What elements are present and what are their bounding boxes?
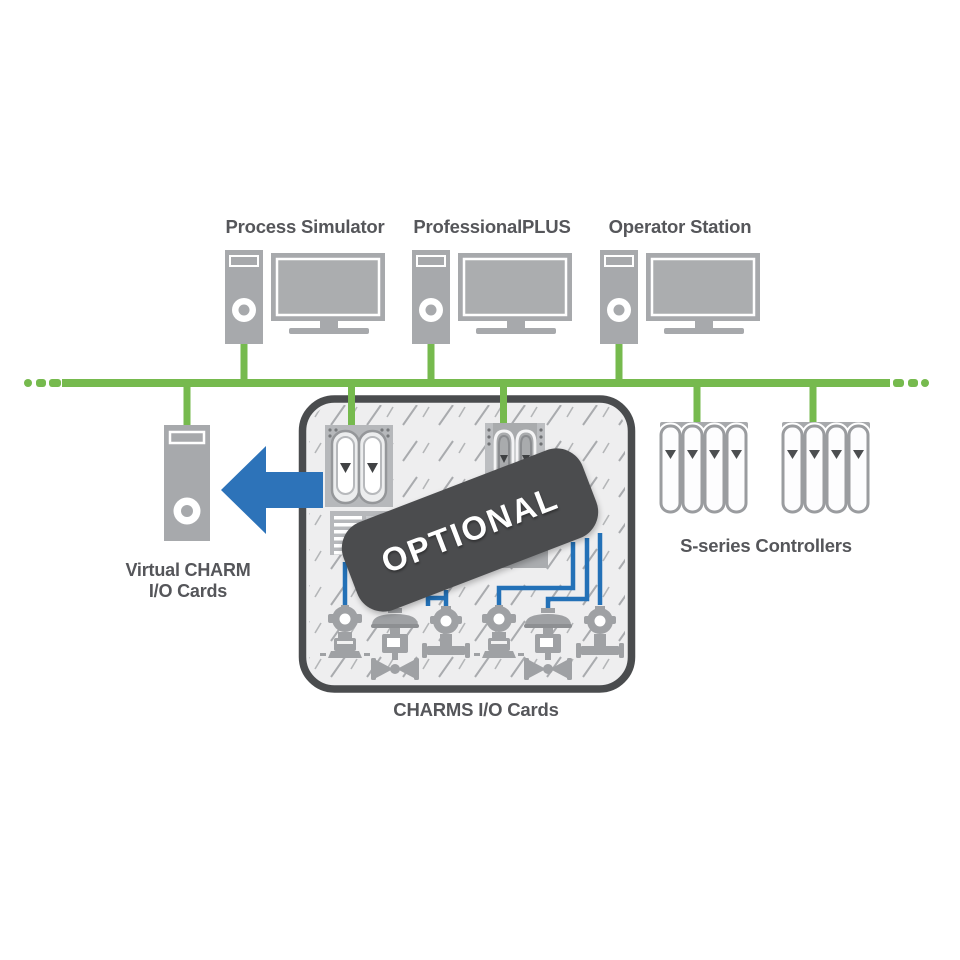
- label-operator-station: Operator Station: [608, 216, 752, 237]
- label-s-series-controllers: S-series Controllers: [680, 535, 852, 556]
- field-wiring: [342, 533, 603, 610]
- drop-operator-station: [615, 344, 623, 380]
- label-virtual-charm-line2: I/O Cards: [148, 581, 228, 601]
- drop-charms-left: [348, 386, 355, 426]
- network-bus: [24, 379, 929, 387]
- workstation-professionalplus: [410, 248, 574, 346]
- label-professionalplus: ProfessionalPLUS: [413, 216, 571, 237]
- label-virtual-charm: Virtual CHARM I/O Cards: [88, 560, 288, 602]
- left-arrow: [221, 446, 323, 534]
- bus-line: [62, 379, 890, 387]
- drop-charms-right: [500, 386, 507, 426]
- bus-dash-right: [921, 379, 929, 387]
- drop-professionalplus: [427, 344, 435, 380]
- drop-virtual-charm: [183, 386, 191, 426]
- bus-dash-left: [24, 379, 32, 387]
- label-charms-io-cards: CHARMS I/O Cards: [393, 699, 559, 720]
- drop-controller-2: [809, 386, 817, 423]
- workstation-process-simulator: [223, 248, 387, 346]
- virtual-charm-tower: [164, 425, 210, 541]
- controller-group-1: [660, 422, 748, 512]
- drop-controller-1: [693, 386, 701, 423]
- drop-process-simulator: [240, 344, 248, 380]
- label-virtual-charm-line1: Virtual CHARM: [125, 560, 251, 580]
- label-process-simulator: Process Simulator: [225, 216, 385, 237]
- network-drops: [183, 344, 817, 426]
- workstation-operator-station: [598, 248, 762, 346]
- controller-group-2: [782, 422, 870, 512]
